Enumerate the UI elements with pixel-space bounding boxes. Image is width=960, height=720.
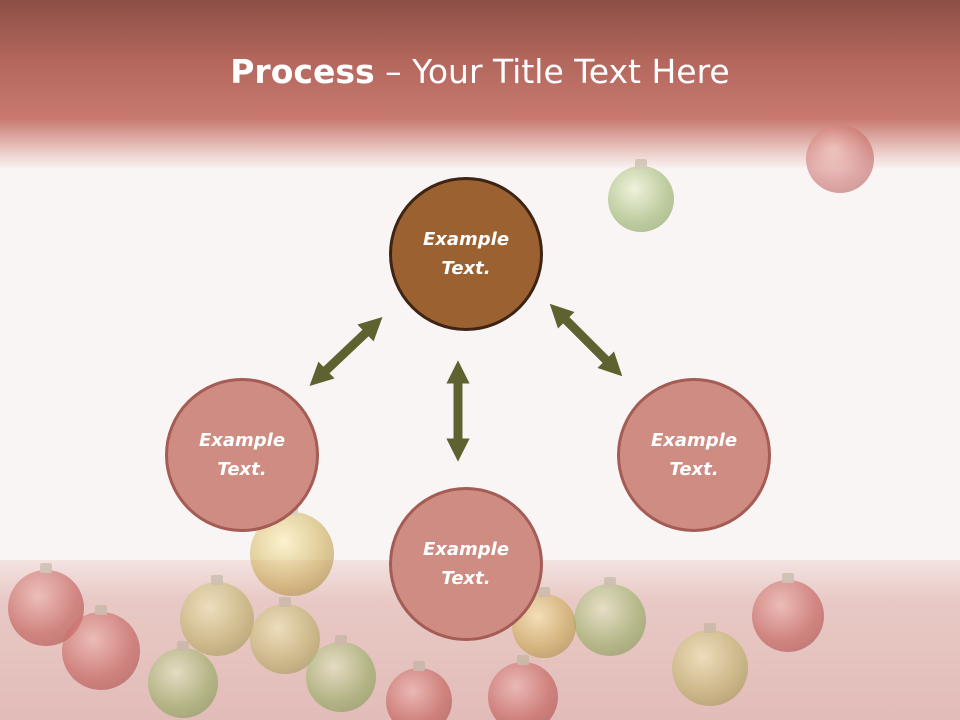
node-top-label: Example Text. — [422, 229, 510, 279]
node-right: Example Text. — [617, 378, 771, 532]
node-top: Example Text. — [389, 177, 543, 331]
ornament-red-5 — [752, 573, 824, 652]
node-right-label: Example Text. — [650, 430, 738, 480]
ornament-gold-5 — [672, 623, 748, 706]
ornament-green-top — [608, 159, 674, 232]
node-left: Example Text. — [165, 378, 319, 532]
arrow-top-left — [309, 316, 383, 387]
slide-title: Process – Your Title Text Here — [0, 52, 960, 91]
node-bottom-label: Example Text. — [422, 539, 510, 589]
header-band — [0, 0, 960, 170]
ornament-red-top — [806, 125, 874, 193]
node-bottom: Example Text. — [389, 487, 543, 641]
title-bold: Process — [230, 52, 375, 91]
node-left-label: Example Text. — [198, 430, 286, 480]
title-rest: Your Title Text Here — [412, 52, 730, 91]
ornament-green-2 — [306, 635, 376, 712]
arrow-top-right — [549, 303, 623, 377]
ornament-gold-2 — [180, 575, 254, 656]
ornament-green-3 — [574, 577, 646, 656]
ornament-green-1 — [148, 641, 218, 718]
ornament-red-2 — [62, 605, 140, 690]
ornament-red-4 — [488, 655, 558, 720]
ornament-gold-4 — [512, 587, 576, 658]
title-separator: – — [374, 52, 413, 91]
ornament-red-3 — [386, 661, 452, 720]
